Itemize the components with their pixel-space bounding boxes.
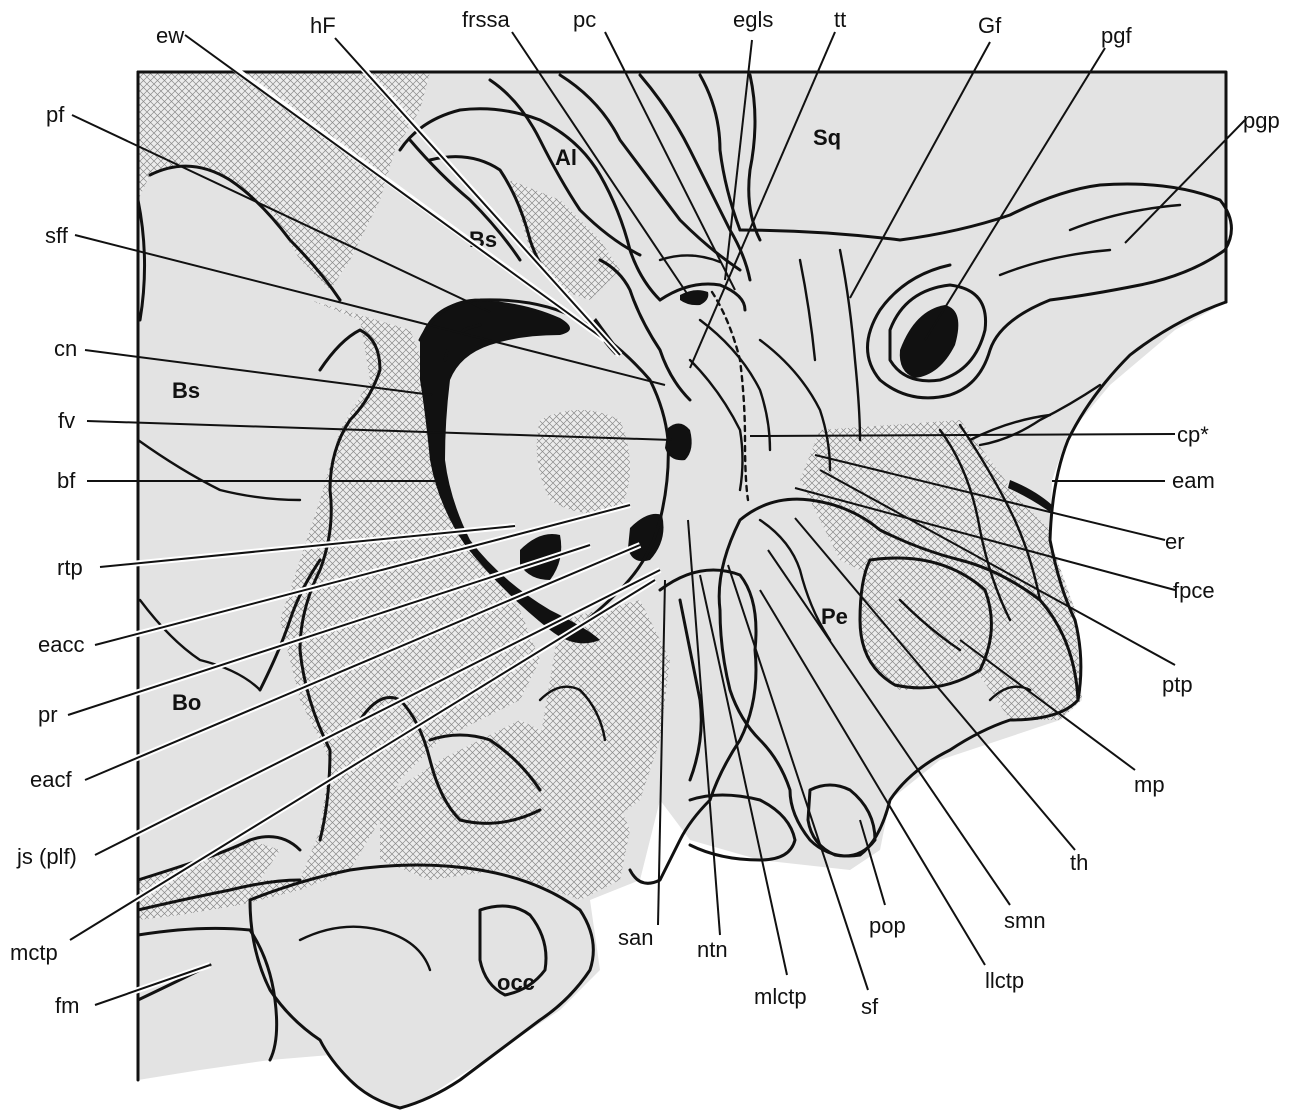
label-egls: egls xyxy=(733,7,773,32)
label-mctp: mctp xyxy=(10,940,58,965)
leader-gf xyxy=(849,41,991,299)
leader-fm xyxy=(94,964,211,1006)
leader-hf xyxy=(334,37,621,356)
leader-cp xyxy=(749,433,1176,437)
leader-pgf xyxy=(924,47,1106,341)
label-eam: eam xyxy=(1172,468,1215,493)
leader-mlctp xyxy=(699,574,788,976)
specimen-body xyxy=(136,70,1233,1110)
label-san: san xyxy=(618,925,653,950)
label-gf: Gf xyxy=(978,13,1002,38)
region-label-sq: Sq xyxy=(813,125,841,150)
label-cp: cp* xyxy=(1177,422,1209,447)
leader-pr xyxy=(67,544,591,716)
label-rtp: rtp xyxy=(57,555,83,580)
leader-egls xyxy=(724,39,753,281)
label-pr: pr xyxy=(38,702,58,727)
leader-rtp xyxy=(99,525,516,568)
label-ptp: ptp xyxy=(1162,672,1193,697)
label-eacc: eacc xyxy=(38,632,84,657)
leader-ew xyxy=(184,34,606,341)
label-pop: pop xyxy=(869,913,906,938)
region-label-bo: Bo xyxy=(172,690,201,715)
leader-fv xyxy=(86,420,673,441)
leader-sf xyxy=(727,564,869,991)
label-llctp: llctp xyxy=(985,968,1024,993)
label-pgp: pgp xyxy=(1243,108,1280,133)
leader-js xyxy=(94,569,661,856)
leader-ptp xyxy=(819,469,1176,666)
leader-ntn xyxy=(687,519,721,936)
label-hf: hF xyxy=(310,13,336,38)
region-label-al: Al xyxy=(555,145,577,170)
label-tt: tt xyxy=(834,7,846,32)
leader-cn xyxy=(84,349,433,396)
label-cn: cn xyxy=(54,336,77,361)
label-mp: mp xyxy=(1134,772,1165,797)
label-pf: pf xyxy=(46,102,65,127)
leader-fpce xyxy=(794,487,1176,591)
leader-pc xyxy=(604,31,736,291)
label-bf: bf xyxy=(57,468,76,493)
region-label-pe: Pe xyxy=(821,604,848,629)
label-th: th xyxy=(1070,850,1088,875)
label-ew: ew xyxy=(156,23,184,48)
label-er: er xyxy=(1165,529,1185,554)
label-pgf: pgf xyxy=(1101,23,1132,48)
leader-eacf xyxy=(84,544,641,781)
leader-lines xyxy=(67,31,1246,1008)
label-pc: pc xyxy=(573,7,596,32)
label-fm: fm xyxy=(55,993,79,1018)
label-eacf: eacf xyxy=(30,767,72,792)
label-mlctp: mlctp xyxy=(754,984,807,1009)
leader-pf xyxy=(71,114,491,313)
callout-labels: ew hF frssa pc egls tt Gf pgf pgp pf sff… xyxy=(10,7,1280,1019)
leader-er xyxy=(814,454,1166,541)
label-smn: smn xyxy=(1004,908,1046,933)
leader-sff xyxy=(74,234,666,386)
leader-smn xyxy=(767,549,1011,906)
region-labels: Al Sq Bs Bs Bo Pe occ xyxy=(172,125,848,995)
leader-pgp xyxy=(1124,119,1246,244)
leader-tt xyxy=(689,31,836,369)
label-sf: sf xyxy=(861,994,879,1019)
region-label-occ: occ xyxy=(497,970,535,995)
leader-san xyxy=(657,579,666,926)
leader-frssa xyxy=(511,31,689,296)
label-ntn: ntn xyxy=(697,937,728,962)
leader-mp xyxy=(959,639,1136,771)
leader-eacc xyxy=(94,504,631,646)
label-fpce: fpce xyxy=(1173,578,1215,603)
label-js-plf: js (plf) xyxy=(16,844,77,869)
leader-pop xyxy=(859,819,886,906)
leader-mctp xyxy=(69,579,656,941)
region-label-bs-lower: Bs xyxy=(172,378,200,403)
label-frssa: frssa xyxy=(462,7,510,32)
leader-th xyxy=(794,517,1076,851)
label-fv: fv xyxy=(58,408,75,433)
leader-llctp xyxy=(759,589,986,966)
label-sff: sff xyxy=(45,223,69,248)
